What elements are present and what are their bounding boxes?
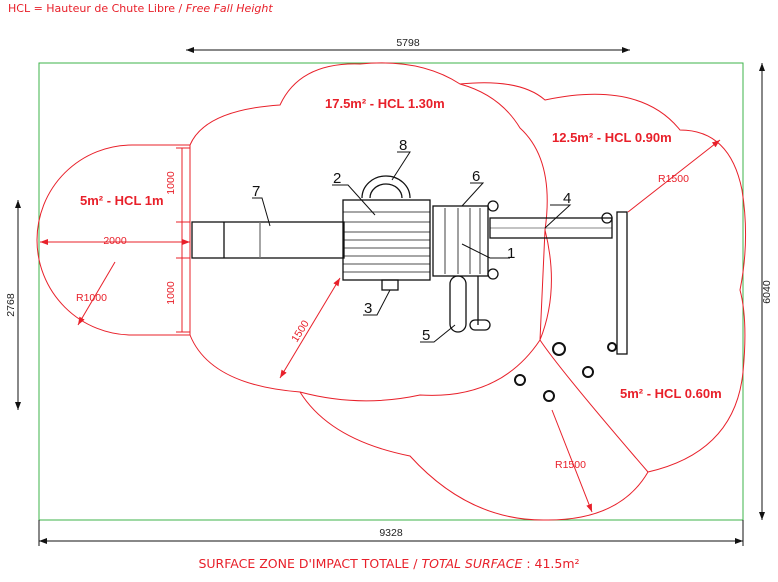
dim-lower: 1000 [165, 281, 177, 305]
total-surface-footer: SURFACE ZONE D'IMPACT TOTALE / TOTAL SUR… [0, 556, 778, 571]
part-label-5: 5 [422, 327, 430, 344]
part-label-3: 3 [364, 300, 372, 317]
post [616, 211, 628, 355]
part-label-4: 4 [563, 190, 571, 207]
part-label-8: 8 [399, 137, 407, 154]
note-fr: HCL = Hauteur de Chute Libre [8, 2, 176, 15]
legend-note: HCL = Hauteur de Chute Libre / Free Fall… [8, 2, 273, 15]
arch [361, 175, 411, 199]
dim-slide-length: 2000 [103, 235, 127, 247]
zone-label-bottom-right: 5m² - HCL 0.60m [620, 386, 722, 401]
dim-bottom: 9328 [379, 527, 403, 539]
radius-left: R1000 [76, 292, 107, 304]
footer-en: TOTAL SURFACE [421, 556, 523, 571]
part-label-6: 6 [472, 168, 480, 185]
impact-zone-outline [36, 62, 747, 521]
zone-label-left: 5m² - HCL 1m [80, 193, 164, 208]
part-label-1: 1 [507, 245, 515, 262]
note-en: Free Fall Height [185, 2, 273, 15]
footer-value: : 41.5m² [522, 556, 580, 571]
part-label-2: 2 [333, 170, 341, 187]
slide [191, 221, 345, 259]
zone-divider [189, 83, 649, 473]
zone-label-right: 12.5m² - HCL 0.90m [552, 130, 672, 145]
note-sep: / [175, 2, 186, 15]
climbing-tube [449, 275, 467, 333]
dim-upper: 1000 [165, 171, 177, 195]
footer-fr: SURFACE ZONE D'IMPACT TOTALE / [198, 556, 422, 571]
radius-bottom: R1500 [555, 459, 586, 471]
part-leaders [252, 151, 572, 343]
part-label-7: 7 [252, 183, 260, 200]
dim-left: 2768 [5, 293, 17, 317]
radius-top-right: R1500 [658, 173, 689, 185]
dim-top: 5798 [396, 37, 420, 49]
play-structure [191, 175, 628, 402]
zone-label-center: 17.5m² - HCL 1.30m [325, 96, 445, 111]
dim-right: 6040 [761, 280, 773, 304]
